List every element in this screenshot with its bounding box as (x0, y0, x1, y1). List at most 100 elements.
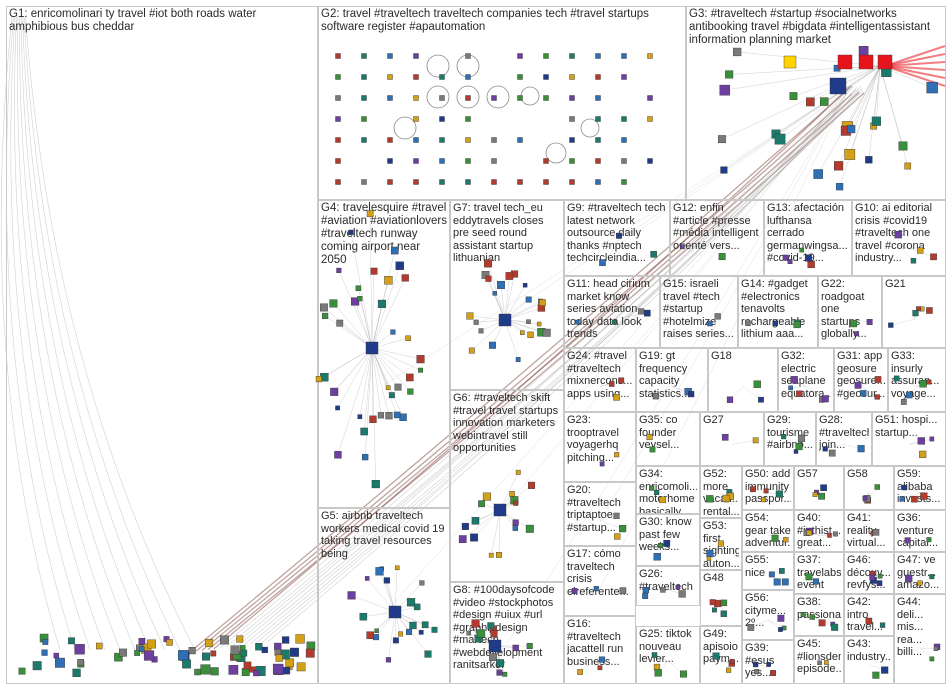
node[interactable] (876, 580, 883, 586)
node[interactable] (42, 638, 49, 645)
node[interactable] (654, 669, 662, 677)
node[interactable] (361, 116, 367, 122)
node[interactable] (806, 530, 813, 536)
node[interactable] (817, 660, 822, 666)
node[interactable] (357, 296, 363, 302)
node[interactable] (654, 489, 660, 496)
node[interactable] (595, 95, 601, 101)
node[interactable] (793, 449, 799, 454)
node[interactable] (722, 494, 730, 503)
node[interactable] (782, 254, 789, 261)
node[interactable] (619, 587, 627, 594)
node[interactable] (917, 580, 923, 586)
node[interactable] (725, 70, 734, 79)
node[interactable] (513, 500, 519, 506)
node[interactable] (68, 637, 75, 645)
node[interactable] (200, 664, 211, 675)
node[interactable] (228, 665, 239, 675)
node[interactable] (517, 95, 523, 101)
node[interactable] (812, 492, 818, 497)
node[interactable] (865, 156, 873, 164)
node-hub[interactable] (365, 341, 379, 355)
node[interactable] (900, 399, 907, 405)
node[interactable] (465, 116, 471, 122)
node[interactable] (618, 377, 625, 384)
node[interactable] (621, 53, 627, 59)
node[interactable] (621, 179, 627, 185)
node[interactable] (335, 158, 341, 164)
node[interactable] (272, 663, 284, 675)
node[interactable] (929, 436, 935, 442)
node[interactable] (543, 74, 549, 80)
node[interactable] (904, 537, 911, 544)
node[interactable] (614, 452, 620, 458)
node[interactable] (652, 392, 660, 400)
node[interactable] (305, 648, 315, 658)
node[interactable] (114, 652, 123, 662)
node[interactable] (319, 303, 328, 312)
node[interactable] (847, 125, 856, 134)
node[interactable] (621, 116, 627, 122)
node[interactable] (281, 636, 290, 644)
node[interactable] (806, 97, 815, 107)
node[interactable] (781, 578, 789, 586)
node[interactable] (465, 137, 471, 143)
node[interactable] (95, 642, 103, 650)
node[interactable] (707, 320, 713, 327)
node[interactable] (249, 666, 256, 673)
node[interactable] (201, 652, 210, 661)
node[interactable] (647, 116, 653, 122)
node[interactable] (210, 650, 217, 657)
node[interactable] (543, 95, 549, 101)
node[interactable] (465, 179, 471, 185)
node[interactable] (489, 653, 497, 662)
node[interactable] (542, 328, 551, 337)
node[interactable] (377, 412, 385, 419)
node[interactable] (904, 162, 912, 170)
node[interactable] (854, 331, 860, 337)
node[interactable] (831, 623, 839, 631)
node[interactable] (517, 179, 523, 185)
node[interactable] (678, 590, 686, 598)
node[interactable] (658, 543, 664, 548)
node[interactable] (835, 183, 844, 191)
node[interactable] (74, 644, 85, 655)
node[interactable] (466, 312, 474, 320)
node[interactable] (491, 137, 497, 143)
node[interactable] (777, 614, 785, 622)
node[interactable] (392, 637, 399, 644)
node[interactable] (476, 629, 486, 638)
node[interactable] (290, 647, 299, 657)
node[interactable] (774, 133, 786, 145)
node[interactable] (687, 390, 695, 398)
node[interactable] (719, 84, 731, 96)
node[interactable] (680, 670, 688, 678)
node[interactable] (675, 585, 681, 590)
node[interactable] (543, 53, 549, 59)
node[interactable] (512, 525, 518, 531)
node[interactable] (359, 612, 368, 621)
node[interactable] (188, 647, 196, 655)
node[interactable] (642, 593, 649, 599)
node[interactable] (813, 169, 823, 179)
node[interactable] (569, 179, 575, 185)
node[interactable] (393, 411, 401, 419)
node[interactable] (335, 95, 341, 101)
node[interactable] (917, 247, 924, 254)
node[interactable] (598, 656, 606, 663)
node[interactable] (178, 650, 189, 661)
node[interactable] (487, 622, 495, 630)
node[interactable] (571, 588, 578, 594)
node[interactable] (800, 612, 806, 618)
node[interactable] (718, 253, 726, 261)
node[interactable] (790, 376, 798, 384)
node[interactable] (898, 141, 908, 151)
node[interactable] (526, 643, 533, 650)
node[interactable] (497, 281, 505, 289)
node[interactable] (322, 312, 329, 320)
node[interactable] (528, 481, 536, 489)
node-hub[interactable] (837, 54, 853, 70)
node[interactable] (569, 137, 575, 143)
node[interactable] (364, 576, 370, 581)
node[interactable] (807, 260, 815, 269)
